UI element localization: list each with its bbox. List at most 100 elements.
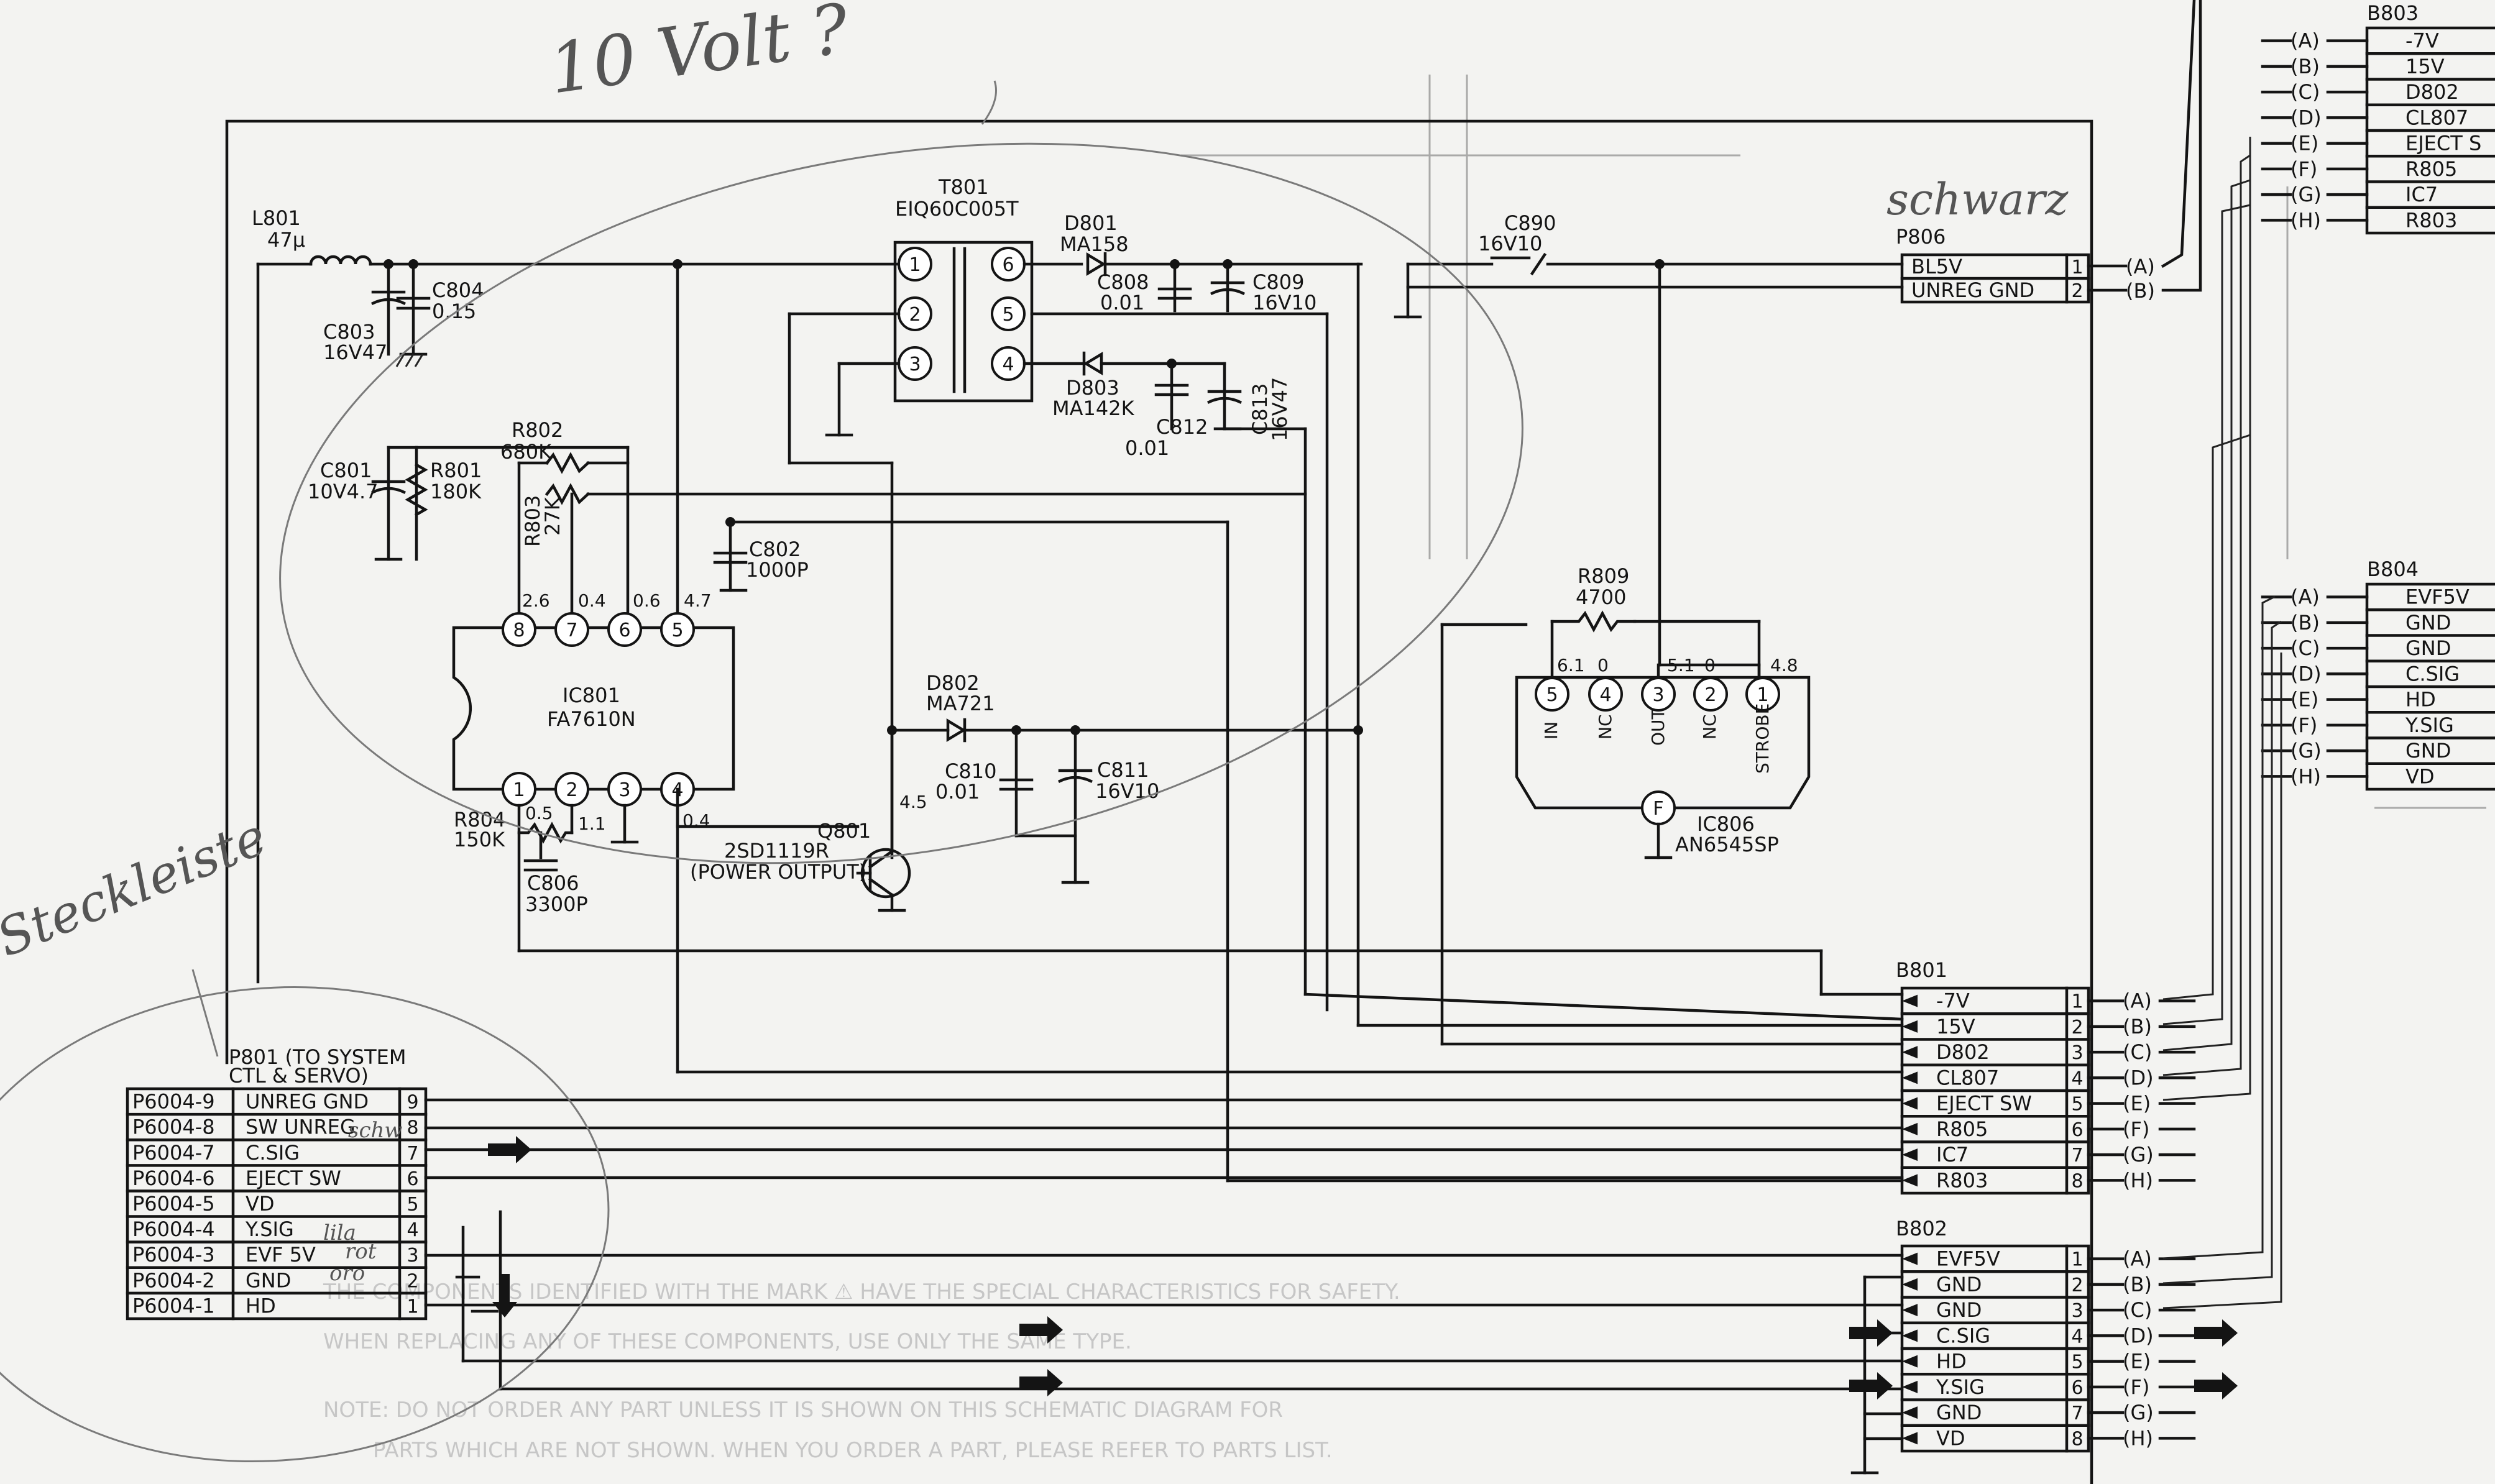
capacitor-C803: C803 16V47 bbox=[323, 290, 407, 364]
svg-text:150K: 150K bbox=[454, 828, 505, 851]
svg-text:4.7: 4.7 bbox=[684, 590, 712, 611]
svg-text:OUT: OUT bbox=[1648, 708, 1668, 746]
connector-signal-label: GND bbox=[1936, 1401, 1982, 1424]
svg-text:4700: 4700 bbox=[1576, 585, 1626, 609]
svg-text:16V10: 16V10 bbox=[1252, 291, 1316, 314]
svg-text:4: 4 bbox=[1599, 684, 1611, 706]
svg-text:2: 2 bbox=[566, 779, 577, 801]
replacement-note-faint: WHEN REPLACING ANY OF THESE COMPONENTS, … bbox=[323, 1329, 1132, 1354]
svg-text:2SD1119R: 2SD1119R bbox=[724, 839, 829, 863]
connector-letter: (D) bbox=[2291, 106, 2322, 129]
svg-text:EIQ60C005T: EIQ60C005T bbox=[895, 197, 1019, 221]
diode-D803: D803 MA142K bbox=[1052, 351, 1135, 420]
pin-arrow bbox=[1902, 994, 1918, 1007]
capacitor-C810: C810 0.01 bbox=[935, 759, 1034, 804]
ground-symbol bbox=[395, 352, 428, 367]
p801-external-pin: P6004-6 bbox=[132, 1166, 215, 1190]
svg-text:AN6545SP: AN6545SP bbox=[1675, 833, 1779, 856]
svg-text:FA7610N: FA7610N bbox=[547, 707, 636, 731]
pin-arrow bbox=[1902, 1432, 1918, 1445]
connector-B804: B804 (A)EVF5V(B)GND(C)GND(D)C.SIG(E)HD(F… bbox=[2261, 557, 2495, 791]
connector-signal-label: C.SIG bbox=[2405, 662, 2460, 685]
connector-pin-number: 7 bbox=[2071, 1145, 2083, 1166]
diode-D802: D802 MA721 bbox=[926, 671, 995, 743]
connector-letter: (B) bbox=[2291, 611, 2320, 634]
connector-pin-number: 5 bbox=[2071, 1094, 2083, 1115]
L801-value: 47µ bbox=[267, 228, 305, 252]
connector-pin-number: 1 bbox=[2071, 991, 2083, 1013]
svg-text:5: 5 bbox=[1546, 684, 1558, 706]
connector-signal-label: HD bbox=[2405, 688, 2436, 712]
p801-pin-number: 1 bbox=[407, 1296, 418, 1317]
connector-letter: (F) bbox=[2123, 1375, 2149, 1399]
connector-pin-number: 8 bbox=[2071, 1170, 2083, 1192]
capacitor-C813: C813 16V47 bbox=[1206, 377, 1292, 441]
connector-signal-label: VD bbox=[1936, 1426, 1965, 1450]
pin-arrow bbox=[1902, 1174, 1918, 1187]
pin-arrow bbox=[1902, 1380, 1918, 1393]
p801-signal-label: SW UNREG bbox=[246, 1115, 356, 1139]
connector-letter: (C) bbox=[2123, 1040, 2152, 1064]
connector-signal-label: CL807 bbox=[2405, 106, 2468, 129]
pin-arrow bbox=[1902, 1278, 1918, 1291]
svg-text:1: 1 bbox=[2071, 257, 2083, 278]
pin-arrow bbox=[1902, 1406, 1918, 1419]
resistor-R802 bbox=[544, 452, 590, 474]
svg-text:UNREG GND: UNREG GND bbox=[1911, 278, 2034, 302]
connector-B803: B803 (A)-7V(B)15V(C)D802(D)CL807(E)EJECT… bbox=[2261, 1, 2495, 235]
connector-signal-label: R805 bbox=[1936, 1117, 1988, 1141]
connector-letter: (G) bbox=[2291, 739, 2322, 763]
p801-external-pin: P6004-8 bbox=[132, 1115, 215, 1139]
p801-external-pin: P6004-3 bbox=[132, 1243, 215, 1266]
resistor-R804 bbox=[517, 822, 574, 844]
pin-arrow bbox=[1902, 1097, 1918, 1110]
signal-flow-arrows bbox=[488, 1136, 2238, 1399]
connector-signal-label: VD bbox=[2405, 764, 2435, 788]
connector-signal-label: CL807 bbox=[1936, 1066, 1999, 1089]
svg-text:16V10: 16V10 bbox=[1095, 779, 1159, 803]
harness-links bbox=[2162, 137, 2282, 1309]
svg-text:2.6: 2.6 bbox=[522, 590, 550, 611]
p801-signal-label: EJECT SW bbox=[246, 1166, 341, 1190]
bus-wiring bbox=[424, 787, 1904, 1475]
svg-text:B804: B804 bbox=[2367, 557, 2419, 581]
handwritten-schwarz: schwarz bbox=[1886, 174, 2069, 225]
svg-text:R802: R802 bbox=[512, 418, 563, 442]
p801-signal-label: C.SIG bbox=[246, 1141, 300, 1165]
svg-text:IC806: IC806 bbox=[1697, 812, 1755, 836]
svg-text:2: 2 bbox=[2071, 280, 2083, 302]
connector-letter: (G) bbox=[2123, 1143, 2154, 1166]
svg-text:T801: T801 bbox=[938, 175, 989, 199]
connector-pin-number: 3 bbox=[2071, 1042, 2083, 1064]
connector-letter: (E) bbox=[2291, 132, 2318, 155]
transformer-T801: 1 2 3 6 5 4 T801 EIQ60C005T bbox=[893, 175, 1034, 403]
connector-letter: (E) bbox=[2123, 1092, 2151, 1115]
svg-text:2: 2 bbox=[1704, 684, 1716, 706]
svg-text:10V4.7: 10V4.7 bbox=[308, 480, 379, 503]
svg-text:0: 0 bbox=[1704, 655, 1716, 676]
svg-text:5: 5 bbox=[671, 620, 683, 641]
svg-text:16V47: 16V47 bbox=[1268, 377, 1292, 441]
svg-text:MA142K: MA142K bbox=[1052, 396, 1135, 420]
svg-text:R803: R803 bbox=[521, 495, 544, 547]
connector-signal-label: GND bbox=[1936, 1298, 1982, 1322]
connector-signal-label: EJECT SW bbox=[1936, 1092, 2032, 1115]
p801-pin-number: 9 bbox=[407, 1092, 418, 1114]
p801-pin-number: 8 bbox=[407, 1117, 418, 1139]
connector-signal-label: 15V bbox=[1936, 1015, 1975, 1038]
p801-signal-label: Y.SIG bbox=[245, 1217, 294, 1241]
connector-signal-label: C.SIG bbox=[1936, 1324, 1990, 1347]
p801-pin-number: 7 bbox=[407, 1143, 418, 1165]
connector-signal-label: HD bbox=[1936, 1350, 1967, 1373]
pin-arrow bbox=[1902, 1148, 1918, 1161]
connector-signal-label: R803 bbox=[2405, 208, 2457, 232]
svg-text:C803: C803 bbox=[323, 320, 375, 344]
p801-signal-label: GND bbox=[246, 1268, 291, 1292]
capacitor-C809: C809 16V10 bbox=[1210, 270, 1316, 314]
svg-text:B801: B801 bbox=[1896, 958, 1947, 982]
svg-text:27K: 27K bbox=[541, 497, 564, 536]
p801-signal-label: EVF 5V bbox=[246, 1243, 316, 1266]
